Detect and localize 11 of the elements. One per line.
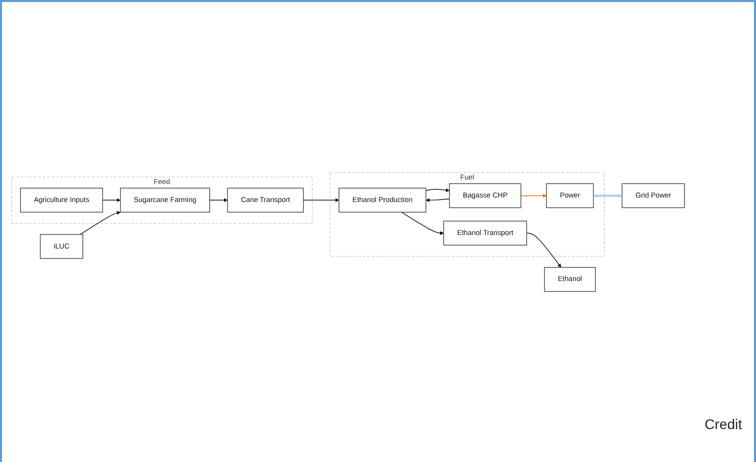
arrow bbox=[209, 198, 228, 202]
arrow bbox=[593, 194, 622, 198]
arrow bbox=[102, 198, 121, 202]
arrow bbox=[426, 198, 450, 202]
note-text: Credit bbox=[704, 416, 742, 432]
arrow bbox=[520, 194, 547, 198]
arrow bbox=[426, 188, 450, 192]
arrow bbox=[526, 232, 562, 268]
arrow bbox=[80, 211, 121, 235]
arrow bbox=[303, 198, 340, 202]
arrow bbox=[401, 212, 444, 236]
